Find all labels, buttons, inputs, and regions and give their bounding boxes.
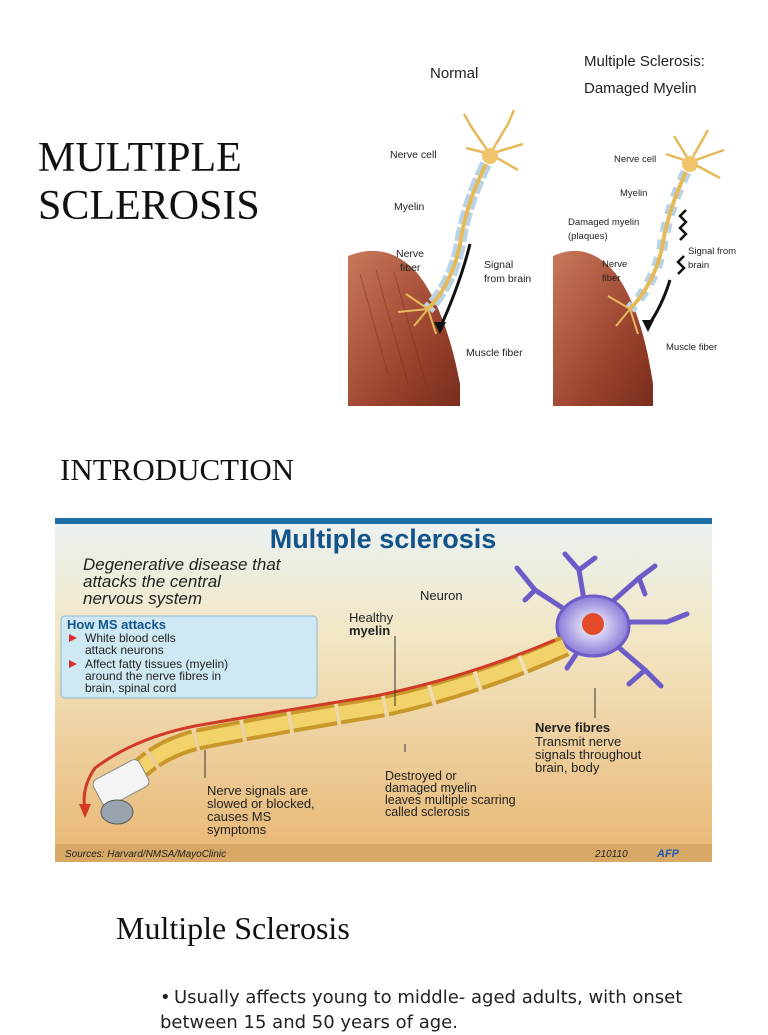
normal-cell-body: [482, 148, 498, 164]
muscle-left: [348, 250, 460, 406]
box-item-2-line-2: around the nerve fibres in: [85, 669, 221, 683]
label-nerve-cell: Nerve cell: [390, 149, 437, 161]
label-fiber: fiber: [400, 262, 421, 274]
slide-title: MULTIPLE SCLEROSIS: [38, 134, 338, 230]
subtitle-line-1: Degenerative disease that: [83, 555, 282, 574]
box-item-2-line-1: Affect fatty tissues (myelin): [85, 657, 228, 671]
axon-cross-section: [100, 799, 134, 825]
box-item-2-line-3: brain, spinal cord: [85, 681, 176, 695]
neuron-dendrites: [514, 551, 690, 689]
normal-heading: Normal: [430, 65, 478, 82]
destroyed-line-1: Destroyed or: [385, 769, 457, 783]
destroyed-line-3: leaves multiple scarring: [385, 793, 516, 807]
ms-nerve-cell: [665, 129, 725, 180]
bullet-item: •Usually affects young to middle- aged a…: [160, 985, 740, 1035]
nerve-fibres-line-2: signals throughout: [535, 747, 642, 762]
muscle-right: [553, 250, 653, 406]
nerve-fibres-line-3: brain, body: [535, 760, 600, 775]
ms-infographic: Multiple sclerosis Degenerative disease …: [55, 518, 712, 862]
signal-arrow-left: [438, 243, 472, 329]
ms-label-signal-from: Signal from: [688, 246, 736, 257]
top-rule: [55, 518, 712, 524]
signals-line-2: slowed or blocked,: [207, 796, 315, 811]
label-muscle-fiber: Muscle fiber: [466, 347, 523, 359]
introduction-heading: INTRODUCTION: [60, 452, 295, 487]
ms-label-nerve: Nerve: [602, 259, 627, 270]
destroyed-line-4: called sclerosis: [385, 805, 470, 819]
signals-line-1: Nerve signals are: [207, 783, 308, 798]
box-item-1-line-2: attack neurons: [85, 643, 164, 657]
ms-label-brain: brain: [688, 260, 709, 271]
signal-zigzag: [676, 209, 688, 275]
bullet-text: Usually affects young to middle- aged ad…: [160, 987, 683, 1033]
ms-heading-line-1: Multiple Sclerosis:: [584, 53, 705, 70]
ms-label-myelin: Myelin: [620, 188, 647, 199]
how-ms-attacks-box: [60, 615, 318, 699]
normal-panel: Nerve cell Myelin Nerve fiber Signal fro…: [348, 109, 531, 406]
nerve-fibres-label: Nerve fibres: [535, 720, 610, 735]
nerve-fibres-line-1: Transmit nerve: [535, 734, 621, 749]
title-line-2: SCLEROSIS: [38, 183, 260, 229]
signals-line-3: causes MS: [207, 809, 272, 824]
title-line-1: MULTIPLE: [38, 135, 242, 181]
infographic-title: Multiple sclerosis: [270, 524, 497, 554]
box-title: How MS attacks: [67, 617, 166, 632]
ms-panel: Nerve cell Myelin Damaged myelin (plaque…: [553, 129, 736, 406]
box-item-1-line-1: White blood cells: [85, 631, 176, 645]
myelin-comparison-figure: Normal Multiple Sclerosis: Damaged Myeli…: [348, 53, 736, 406]
ms-label-damaged-myelin: Damaged myelin: [568, 217, 639, 228]
bullet-dot: •: [160, 987, 171, 1008]
myelin-label: myelin: [349, 623, 390, 638]
neuron-nucleus: [582, 613, 604, 635]
ms-label-fiber: fiber: [602, 273, 620, 284]
label-from-brain: from brain: [484, 273, 531, 285]
ms-label-plaques: (plaques): [568, 231, 608, 242]
subtitle-line-3: nervous system: [83, 589, 202, 608]
graphic-code: 210110: [594, 849, 628, 860]
signal-arrow: [82, 638, 556, 811]
sources-credit: Sources: Harvard/NMSA/MayoClinic: [65, 849, 226, 860]
healthy-label: Healthy: [349, 610, 394, 625]
neuron-label: Neuron: [420, 588, 463, 603]
damaged-section: [92, 759, 150, 807]
label-myelin: Myelin: [394, 201, 425, 213]
subtitle-line-2: attacks the central: [83, 572, 222, 591]
ms-heading-line-2: Damaged Myelin: [584, 80, 697, 97]
ms-label-muscle-fiber: Muscle fiber: [666, 342, 717, 353]
afp-logo: AFP: [656, 848, 680, 860]
label-signal: Signal: [484, 259, 513, 271]
ms-label-nerve-cell: Nerve cell: [614, 154, 656, 165]
signals-line-4: symptoms: [207, 822, 267, 837]
section-title: Multiple Sclerosis: [116, 910, 350, 946]
destroyed-line-2: damaged myelin: [385, 781, 477, 795]
label-nerve: Nerve: [396, 248, 424, 260]
